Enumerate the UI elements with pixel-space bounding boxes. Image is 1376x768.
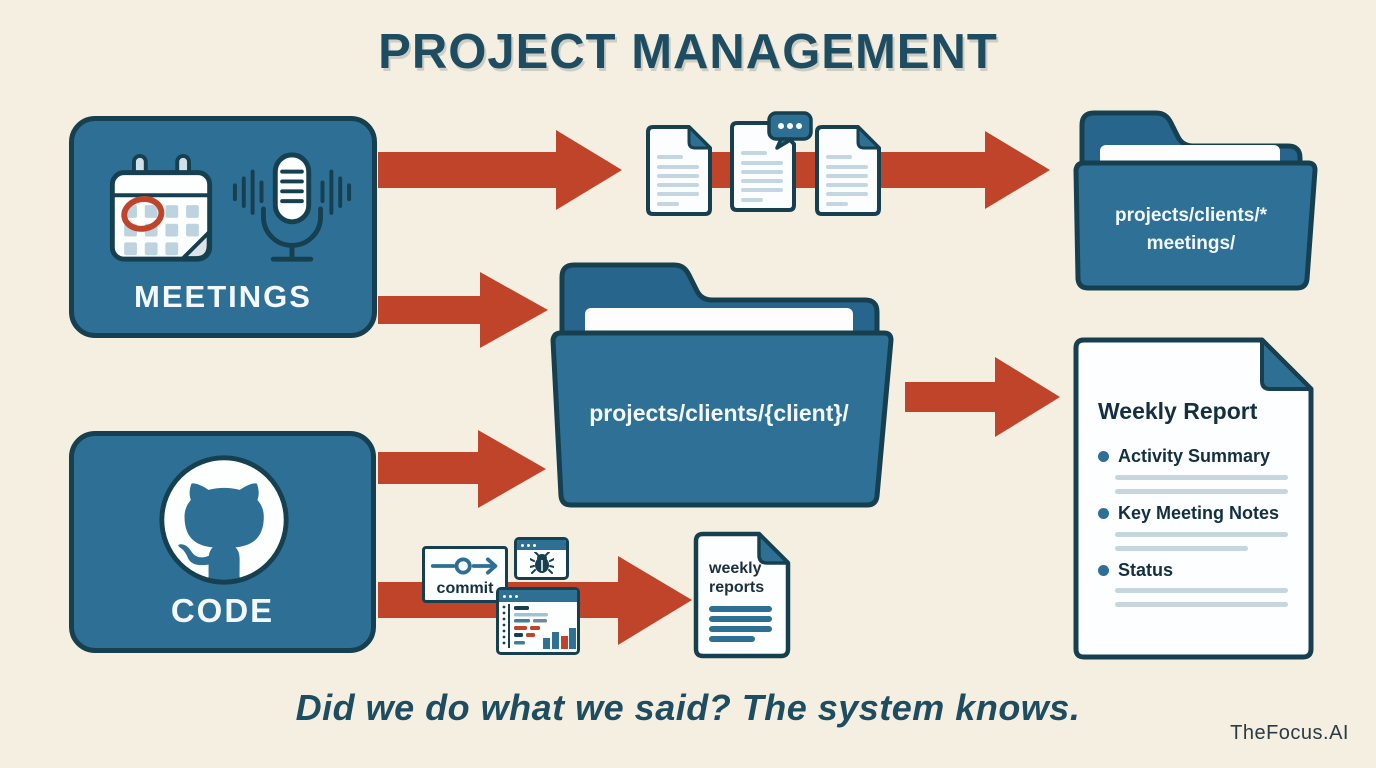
document-icon <box>693 531 791 659</box>
commit-badge: commit <box>422 546 508 603</box>
bullet-dot <box>1098 508 1109 519</box>
meetings-folder: projects/clients/* meetings/ <box>1063 110 1319 292</box>
report-title: Weekly Report <box>1098 398 1258 424</box>
weekly-reports-line2: reports <box>709 579 765 597</box>
code-label: CODE <box>170 592 275 629</box>
brand-watermark: TheFocus.AI <box>1230 722 1349 744</box>
commit-label: commit <box>436 580 494 597</box>
page-title: PROJECT MANAGEMENT <box>378 25 998 79</box>
document-icon <box>815 125 881 216</box>
doc-line <box>709 606 772 612</box>
arrow-code-to-client-folder <box>378 430 546 508</box>
arrow-meetings-to-docs <box>378 130 622 210</box>
report-line <box>1115 602 1288 607</box>
meetings-label: MEETINGS <box>134 279 312 314</box>
code-chart-window <box>496 587 580 655</box>
bug-icon <box>529 552 554 574</box>
report-line <box>1115 475 1288 480</box>
weekly-report: Weekly Report Activity Summary Key Meeti… <box>1070 336 1315 661</box>
code-box: CODE <box>69 431 376 653</box>
report-bullet-row: Key Meeting Notes <box>1098 503 1279 524</box>
report-line <box>1115 588 1288 593</box>
meetings-folder-line2: meetings/ <box>1146 232 1236 254</box>
report-bullet-row: Status <box>1098 560 1173 581</box>
tagline: Did we do what we said? The system knows… <box>295 687 1081 728</box>
microphone-icon <box>232 152 352 262</box>
weekly-reports-line1: weekly <box>709 560 762 577</box>
bullet-dot <box>1098 451 1109 462</box>
report-bullet: Status <box>1118 560 1174 580</box>
chat-bubble-icon <box>767 111 813 150</box>
window-titlebar <box>499 590 577 602</box>
window-titlebar <box>517 540 566 550</box>
commit-icon <box>430 557 498 575</box>
report-bullet-row: Activity Summary <box>1098 446 1270 467</box>
report-line <box>1115 489 1288 494</box>
meetings-folder-line1: projects/clients/* <box>1114 205 1268 226</box>
weekly-reports-label: weekly reports <box>709 559 764 597</box>
document-icon <box>646 125 712 216</box>
arrow-meetings-to-client-folder <box>378 272 548 348</box>
doc-line <box>709 616 772 622</box>
report-bullet: Activity Summary <box>1118 446 1271 466</box>
doc-line <box>709 626 772 632</box>
meetings-folder-label: projects/clients/* meetings/ <box>1063 202 1319 257</box>
arrow-folder-to-report <box>905 357 1060 437</box>
weekly-reports-doc: weekly reports <box>693 531 791 659</box>
bug-window <box>514 537 569 580</box>
report-line <box>1115 546 1248 551</box>
code-chart-icon <box>502 604 576 649</box>
doc-line <box>709 636 755 642</box>
github-icon <box>159 455 289 585</box>
report-bullet: Key Meeting Notes <box>1118 503 1280 523</box>
meetings-box: MEETINGS <box>69 116 377 338</box>
client-folder: projects/clients/{client}/ <box>540 262 898 512</box>
calendar-icon <box>109 153 213 262</box>
bullet-dot <box>1098 565 1109 576</box>
folder-icon <box>1073 110 1318 291</box>
folder-icon <box>550 262 894 508</box>
client-folder-label: projects/clients/{client}/ <box>589 400 849 426</box>
report-page-icon <box>1073 337 1314 660</box>
report-line <box>1115 532 1288 537</box>
